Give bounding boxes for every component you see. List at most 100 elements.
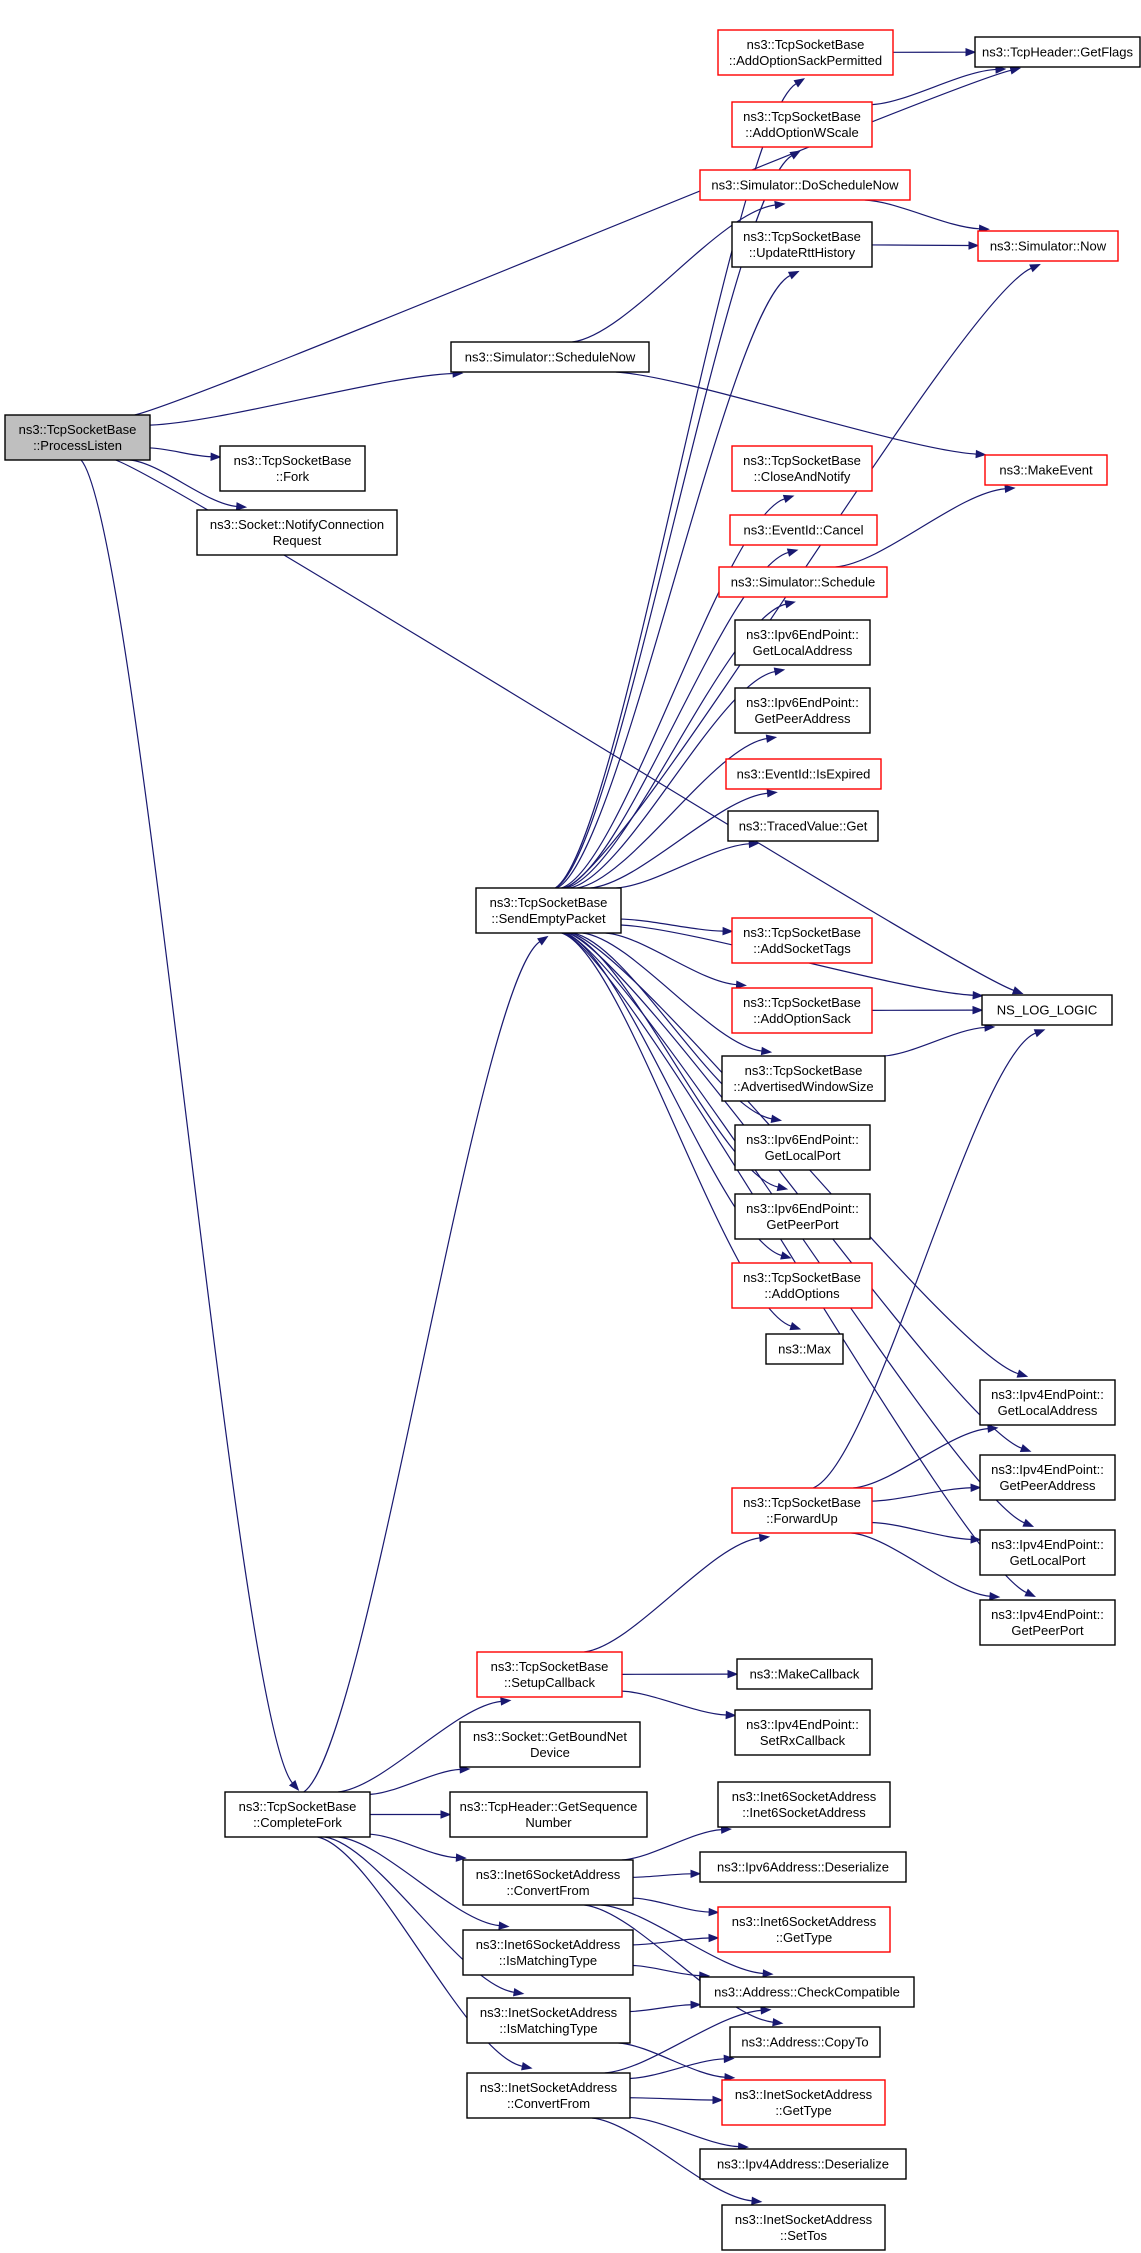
node-box [699, 1976, 915, 2008]
edge-inet-is-matching-type-to-check-compatible [629, 2000, 702, 2013]
node-set-tos[interactable]: ns3::InetSocketAddress::SetTos [721, 2204, 886, 2251]
node-ipv6-get-peer-address[interactable]: ns3::Ipv6EndPoint::GetPeerAddress [734, 687, 871, 734]
node-add-options[interactable]: ns3::TcpSocketBase::AddOptions [731, 1262, 873, 1309]
node-process-listen[interactable]: ns3::TcpSocketBase::ProcessListen [4, 414, 151, 461]
node-label-line: ns3::Ipv4EndPoint:: [991, 1537, 1104, 1552]
node-label-line: ns3::TcpSocketBase [491, 1659, 609, 1674]
edge-arrowhead [766, 789, 778, 798]
node-label-line: ns3::Ipv6EndPoint:: [746, 627, 859, 642]
edge-arrowhead [727, 1669, 739, 1679]
node-label-line: ns3::TcpSocketBase [743, 1495, 861, 1510]
node-inet6-ctor[interactable]: ns3::Inet6SocketAddress::Inet6SocketAddr… [717, 1781, 891, 1828]
node-label-line: ::IsMatchingType [499, 1953, 597, 1968]
edge-arrowhead [751, 2196, 763, 2206]
node-add-option-wscale[interactable]: ns3::TcpSocketBase::AddOptionWScale [731, 101, 873, 148]
node-add-option-sack[interactable]: ns3::TcpSocketBase::AddOptionSack [731, 987, 873, 1034]
node-close-and-notify[interactable]: ns3::TcpSocketBase::CloseAndNotify [731, 445, 873, 492]
node-box [981, 994, 1113, 1026]
node-inet6-get-type[interactable]: ns3::Inet6SocketAddress::GetType [717, 1906, 891, 1953]
edge-arrowhead [987, 1424, 999, 1433]
node-sim-schedule[interactable]: ns3::Simulator::Schedule [718, 566, 888, 598]
edge-line [605, 932, 737, 986]
edge-arrowhead [288, 1779, 300, 1791]
node-label-line: ns3::Ipv6EndPoint:: [746, 695, 859, 710]
node-advertised-window-size[interactable]: ns3::TcpSocketBase::AdvertisedWindowSize [721, 1055, 886, 1102]
node-inet-convert-from[interactable]: ns3::InetSocketAddress::ConvertFrom [466, 2072, 631, 2119]
node-label-line: ::Inet6SocketAddress [742, 1805, 866, 1820]
node-event-cancel[interactable]: ns3::EventId::Cancel [729, 514, 878, 546]
node-ns-log-logic[interactable]: NS_LOG_LOGIC [981, 994, 1113, 1026]
node-label-line: ::IsMatchingType [499, 2021, 597, 2036]
node-ipv4-get-peer-port[interactable]: ns3::Ipv4EndPoint::GetPeerPort [979, 1599, 1116, 1646]
node-is-expired[interactable]: ns3::EventId::IsExpired [725, 758, 882, 790]
node-max[interactable]: ns3::Max [765, 1333, 844, 1365]
node-ipv6-deserialize[interactable]: ns3::Ipv6Address::Deserialize [699, 1851, 907, 1883]
node-box [979, 1599, 1116, 1646]
edge-line [303, 941, 541, 1793]
node-label-line: NS_LOG_LOGIC [997, 1003, 1097, 1018]
node-send-empty-packet[interactable]: ns3::TcpSocketBase::SendEmptyPacket [475, 887, 622, 934]
node-do-schedule-now[interactable]: ns3::Simulator::DoScheduleNow [699, 169, 911, 201]
edge-send-empty-packet-to-ipv6-get-local-port [572, 932, 783, 1123]
node-forward-up[interactable]: ns3::TcpSocketBase::ForwardUp [731, 1487, 873, 1534]
node-complete-fork[interactable]: ns3::TcpSocketBase::CompleteFork [224, 1791, 371, 1838]
node-label-line: ::AdvertisedWindowSize [733, 1079, 873, 1094]
node-ipv6-get-peer-port[interactable]: ns3::Ipv6EndPoint::GetPeerPort [734, 1193, 871, 1240]
node-label-line: ns3::Ipv4EndPoint:: [991, 1462, 1104, 1477]
edge-line [576, 737, 767, 889]
node-label-line: ns3::Inet6SocketAddress [732, 1914, 877, 1929]
node-add-option-sack-permitted[interactable]: ns3::TcpSocketBase::AddOptionSackPermitt… [717, 29, 894, 76]
node-ipv6-get-local-port[interactable]: ns3::Ipv6EndPoint::GetLocalPort [734, 1124, 871, 1171]
edge-line [369, 1833, 457, 1859]
node-get-flags[interactable]: ns3::TcpHeader::GetFlags [974, 36, 1141, 68]
edge-process-listen-to-ns-log-logic [115, 459, 1024, 995]
node-box [450, 341, 650, 373]
node-box [734, 1193, 871, 1240]
edge-line [835, 488, 1006, 568]
edge-complete-fork-to-send-empty-packet [303, 935, 549, 1793]
edge-line [337, 1700, 502, 1793]
node-inet-is-matching-type[interactable]: ns3::InetSocketAddress::IsMatchingType [466, 1997, 631, 2044]
node-check-compatible[interactable]: ns3::Address::CheckCompatible [699, 1976, 915, 2008]
node-inet6-convert-from[interactable]: ns3::Inet6SocketAddress::ConvertFrom [462, 1859, 634, 1906]
edge-arrowhead [972, 991, 984, 1000]
node-ipv4-deserialize[interactable]: ns3::Ipv4Address::Deserialize [699, 2148, 907, 2180]
edge-send-empty-packet-to-advertised-window-size [582, 932, 773, 1056]
edge-complete-fork-to-inet6-is-matching-type [338, 1836, 510, 1930]
edge-inet6-is-matching-type-to-inet6-get-type [632, 1933, 720, 1946]
node-ipv4-get-local-port[interactable]: ns3::Ipv4EndPoint::GetLocalPort [979, 1529, 1116, 1576]
node-ipv6-get-local-address[interactable]: ns3::Ipv6EndPoint::GetLocalAddress [734, 619, 871, 666]
node-label-line: ns3::Simulator::Schedule [731, 575, 876, 590]
node-box [459, 1721, 641, 1768]
node-box [725, 758, 882, 790]
node-make-event[interactable]: ns3::MakeEvent [984, 454, 1108, 486]
node-make-callback[interactable]: ns3::MakeCallback [736, 1658, 873, 1690]
node-box [979, 1379, 1116, 1426]
call-edges [80, 47, 1046, 2206]
node-ipv4-get-local-address[interactable]: ns3::Ipv4EndPoint::GetLocalAddress [979, 1379, 1116, 1426]
node-inet-get-type[interactable]: ns3::InetSocketAddress::GetType [721, 2079, 886, 2126]
edge-arrowhead [690, 2000, 702, 2010]
node-add-socket-tags[interactable]: ns3::TcpSocketBase::AddSocketTags [731, 917, 873, 964]
node-label-line: ns3::TcpSocketBase [747, 37, 865, 52]
node-fork[interactable]: ns3::TcpSocketBase::Fork [219, 445, 366, 492]
node-traced-get[interactable]: ns3::TracedValue::Get [727, 810, 879, 842]
node-setup-callback[interactable]: ns3::TcpSocketBase::SetupCallback [476, 1651, 623, 1698]
node-label-line: ::ConvertFrom [506, 1883, 589, 1898]
node-inet6-is-matching-type[interactable]: ns3::Inet6SocketAddress::IsMatchingType [462, 1929, 634, 1976]
edge-line [883, 1026, 986, 1057]
edge-arrowhead [765, 734, 778, 743]
node-set-rx-callback[interactable]: ns3::Ipv4EndPoint::SetRxCallback [734, 1709, 871, 1756]
node-update-rtt-history[interactable]: ns3::TcpSocketBase::UpdateRttHistory [731, 221, 873, 268]
node-copy-to[interactable]: ns3::Address::CopyTo [729, 2026, 881, 2058]
edge-inet6-convert-from-to-inet6-get-type [632, 1897, 720, 1917]
edge-inet6-convert-from-to-check-compatible [601, 1904, 774, 1978]
node-box [699, 169, 911, 201]
node-schedule-now[interactable]: ns3::Simulator::ScheduleNow [450, 341, 650, 373]
node-sim-now[interactable]: ns3::Simulator::Now [977, 230, 1119, 262]
edge-forward-up-to-ipv4-get-local-address [853, 1424, 999, 1489]
node-ipv4-get-peer-address[interactable]: ns3::Ipv4EndPoint::GetPeerAddress [979, 1454, 1116, 1501]
